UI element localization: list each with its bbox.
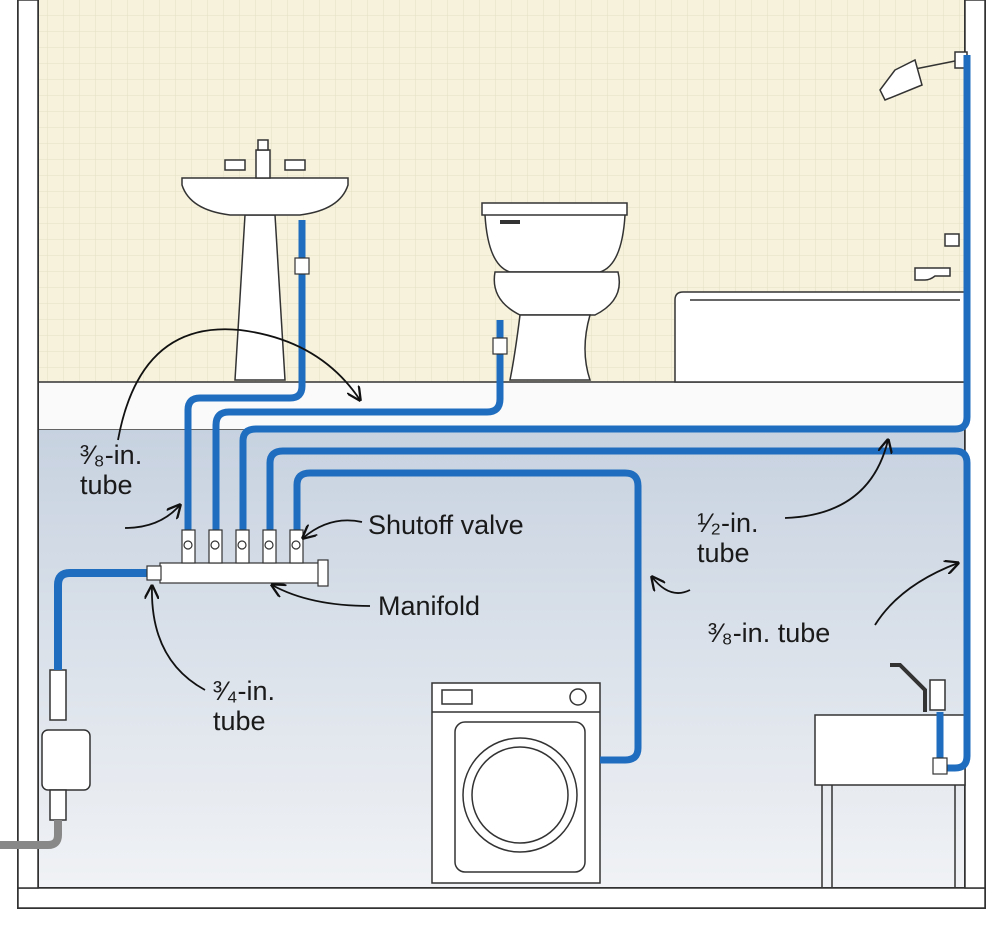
tube-to-shower (239, 55, 971, 530)
label-line: tube (697, 538, 750, 568)
arrow-half-to-shower (784, 440, 888, 519)
arrow-shutoff-valve (303, 519, 363, 538)
label-three-eighths-tube-left: ³⁄₈-in. tube (80, 440, 142, 500)
main-supply-pipe (0, 820, 62, 849)
water-meter (0, 669, 91, 849)
label-shutoff-valve: Shutoff valve (368, 510, 524, 540)
arrow-half-to-washer (652, 577, 691, 594)
tube-to-sink (184, 220, 306, 530)
shower-head (879, 51, 968, 101)
label-three-eighths-tube-right: ³⁄₈-in. tube (708, 618, 831, 648)
tube-to-laundry-sink (266, 447, 971, 772)
arrow-three-quarter (152, 586, 206, 691)
toilet-stop-valve[interactable] (492, 337, 508, 355)
bathtub (674, 233, 966, 383)
shutoff-valves (181, 529, 304, 564)
sink-stop-valve[interactable] (294, 257, 310, 275)
tube-to-washer (293, 469, 642, 764)
main-three-quarter-tube (54, 569, 150, 670)
tube-to-toilet (212, 320, 504, 530)
arrow-manifold (272, 585, 371, 607)
laundry-sink (814, 663, 966, 888)
label-three-quarter-tube: ³⁄₄-in. tube (213, 676, 275, 736)
label-line: ³⁄₈-in. (80, 440, 143, 470)
label-line: ³⁄₄-in. (213, 676, 276, 706)
label-half-tube: ¹⁄₂-in. tube (697, 508, 759, 568)
washing-machine (431, 682, 601, 884)
laundry-stop-valve[interactable] (932, 757, 948, 775)
manifold (146, 529, 329, 587)
label-manifold: Manifold (378, 591, 481, 621)
tub-faucet (914, 267, 951, 281)
label-line: ¹⁄₂-in. (697, 508, 759, 538)
label-line: tube (80, 470, 133, 500)
label-line: tube (213, 706, 266, 736)
arrow-three-eighths-left-up (117, 328, 360, 441)
toilet (481, 202, 628, 381)
pedestal-sink (181, 139, 349, 381)
arrow-three-eighths-right (874, 563, 958, 626)
arrow-three-eighths-left-down (124, 505, 180, 529)
